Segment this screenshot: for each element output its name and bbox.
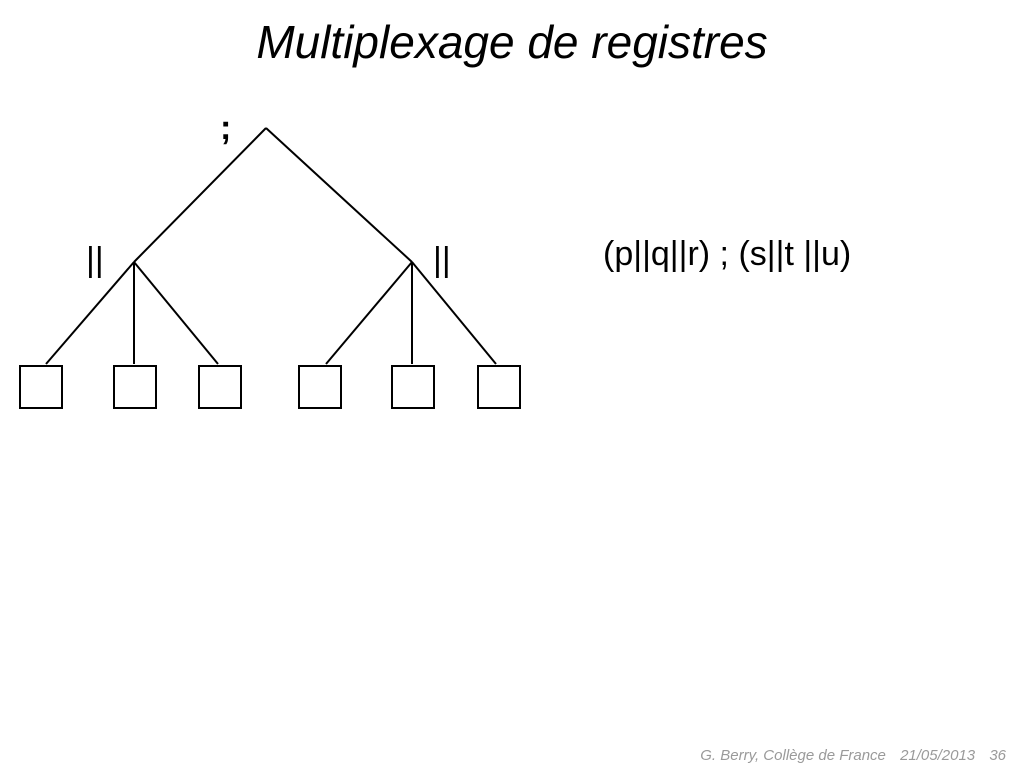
leaf-box [298,365,342,409]
edge-right-leaf-1 [325,261,413,365]
edge-left-leaf-1 [45,261,135,365]
sequence-operator: ; [220,109,232,147]
edge-root-right [265,127,413,263]
edge-root-left [133,127,267,263]
expression-text: (p||q||r) ; (s||t ||u) [603,235,852,273]
leaf-box [391,365,435,409]
leaf-box [19,365,63,409]
slide-title: Multiplexage de registres [256,16,768,68]
leaf-box [477,365,521,409]
parallel-operator-left: || [86,241,104,279]
edge-left-leaf-3 [133,261,219,365]
footer-date: 21/05/2013 [900,747,976,764]
footer-page-number: 36 [989,747,1006,764]
leaf-box [198,365,242,409]
leaf-box [113,365,157,409]
footer: G. Berry, Collège de France 21/05/2013 3… [700,746,1006,766]
footer-author: G. Berry, Collège de France [700,747,886,764]
edge-right-leaf-3 [411,261,497,365]
parallel-operator-right: || [433,241,451,279]
